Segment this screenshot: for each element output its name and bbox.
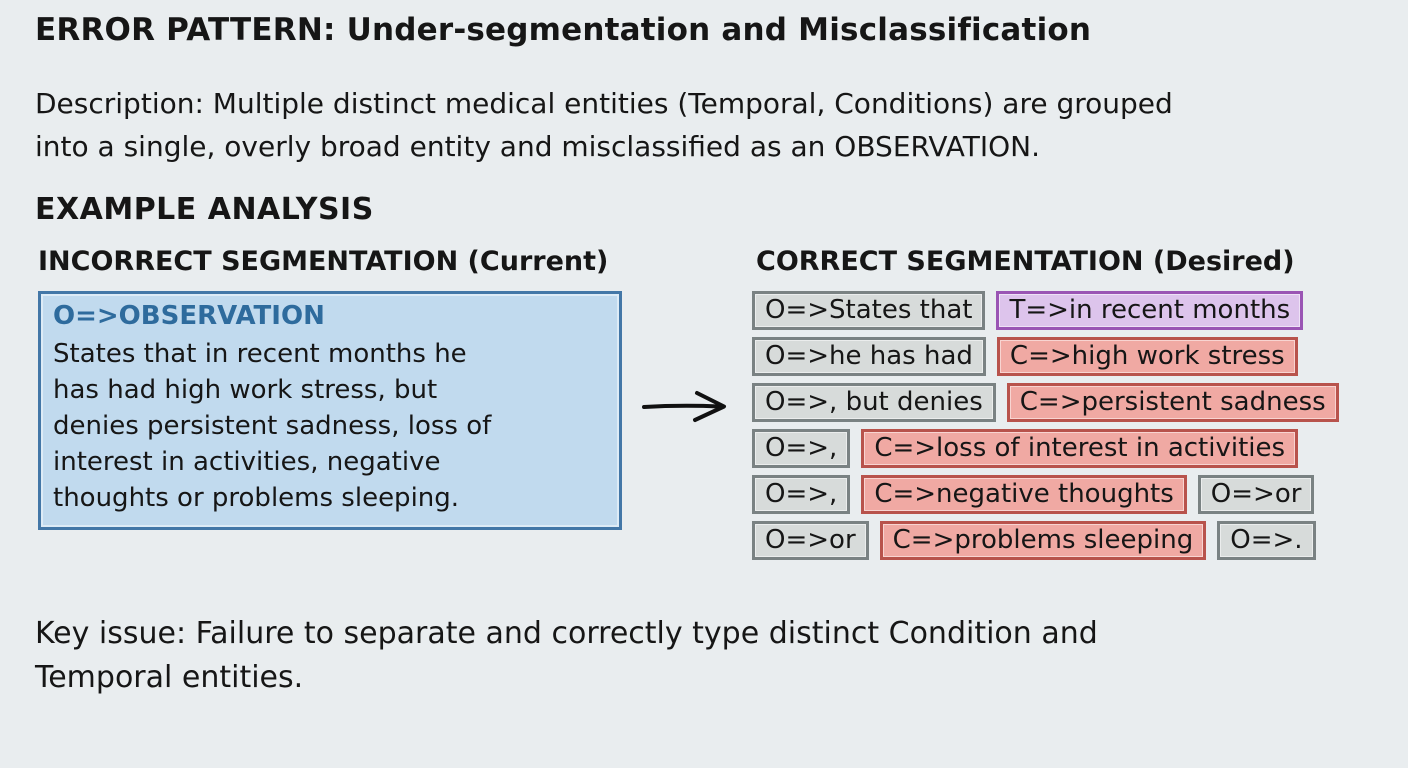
- text-line: denies persistent sadness, loss of: [53, 411, 492, 441]
- incorrect-segmentation-heading: INCORRECT SEGMENTATION (Current): [38, 246, 609, 277]
- segment-row: O=>, C=>loss of interest in activities: [752, 429, 1339, 468]
- segment-row: O=>or C=>problems sleeping O=>.: [752, 521, 1339, 560]
- segment-row: O=>, but denies C=>persistent sadness: [752, 383, 1339, 422]
- observation-entity-chip: O=>or: [752, 521, 869, 560]
- text-line: Key issue: Failure to separate and corre…: [35, 616, 1098, 651]
- segment-row: O=>States that T=>in recent months: [752, 291, 1339, 330]
- observation-entity-chip: O=>or: [1197, 475, 1315, 514]
- example-analysis-heading: EXAMPLE ANALYSIS: [35, 192, 374, 227]
- text-line: Temporal entities.: [35, 660, 304, 695]
- segment-row: O=>he has had C=>high work stress: [752, 337, 1339, 376]
- error-pattern-title: ERROR PATTERN: Under-segmentation and Mi…: [35, 12, 1092, 48]
- text-line: thoughts or problems sleeping.: [53, 483, 460, 513]
- observation-entity-chip: O=>, but denies: [752, 383, 996, 422]
- observation-entity-box: O=>OBSERVATION States that in recent mon…: [38, 291, 622, 530]
- description-text: Description: Multiple distinct medical e…: [35, 82, 1173, 168]
- observation-entity-text: States that in recent months he has had h…: [53, 336, 607, 516]
- condition-entity-chip: C=>problems sleeping: [879, 521, 1207, 560]
- text-line: has had high work stress, but: [53, 375, 438, 405]
- segment-row: O=>, C=>negative thoughts O=>or: [752, 475, 1339, 514]
- observation-entity-label: O=>OBSERVATION: [53, 301, 325, 331]
- condition-entity-chip: C=>negative thoughts: [861, 475, 1187, 514]
- key-issue-text: Key issue: Failure to separate and corre…: [35, 612, 1098, 700]
- correct-segmentation-heading: CORRECT SEGMENTATION (Desired): [756, 246, 1295, 277]
- text-line: States that in recent months he: [53, 339, 467, 369]
- observation-entity-chip: O=>.: [1217, 521, 1316, 560]
- observation-entity-chip: O=>,: [752, 475, 851, 514]
- observation-entity-chip: O=>he has had: [752, 337, 986, 376]
- text-line: into a single, overly broad entity and m…: [35, 130, 1041, 163]
- text-line: interest in activities, negative: [53, 447, 441, 477]
- condition-entity-chip: C=>high work stress: [996, 337, 1298, 376]
- condition-entity-chip: C=>persistent sadness: [1006, 383, 1339, 422]
- observation-entity-chip: O=>States that: [752, 291, 986, 330]
- right-arrow-icon: [642, 391, 726, 422]
- observation-entity-chip: O=>,: [752, 429, 851, 468]
- condition-entity-chip: C=>loss of interest in activities: [861, 429, 1299, 468]
- text-line: Description: Multiple distinct medical e…: [35, 87, 1173, 120]
- temporal-entity-chip: T=>in recent months: [996, 291, 1304, 330]
